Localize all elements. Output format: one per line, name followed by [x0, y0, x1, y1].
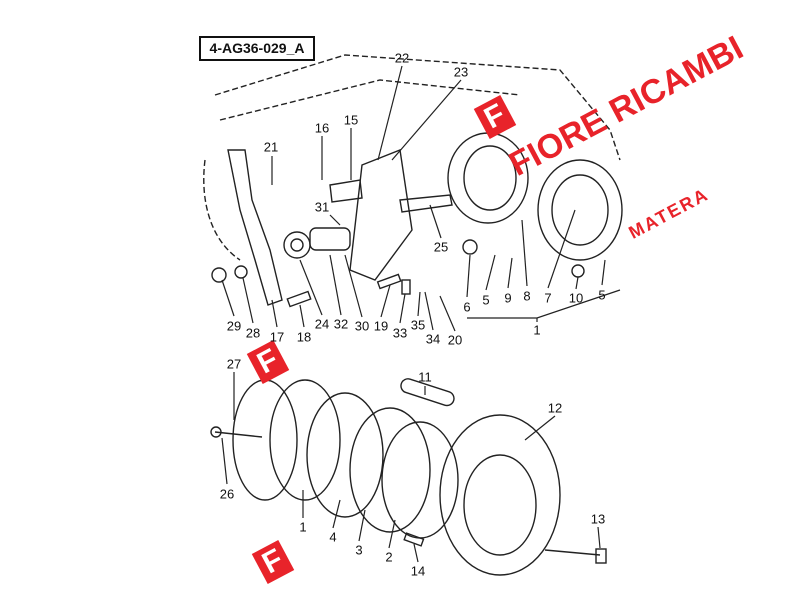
part-label: 12 — [547, 400, 563, 416]
part-label: 34 — [425, 331, 441, 347]
part-label: 2 — [385, 549, 393, 565]
part-label: 25 — [433, 239, 449, 255]
part-label: 16 — [314, 120, 330, 136]
leader-lines — [221, 65, 621, 563]
part-label: 31 — [314, 199, 330, 215]
part-label: 15 — [343, 112, 359, 128]
part-label: 24 — [314, 316, 330, 332]
part-label: 32 — [333, 316, 349, 332]
part-label: 17 — [269, 329, 285, 345]
part-label: 20 — [447, 332, 463, 348]
part-label: 26 — [219, 486, 235, 502]
part-label: 11 — [418, 369, 432, 385]
part-label: 8 — [523, 288, 531, 304]
part-label: 33 — [392, 325, 408, 341]
part-label: 29 — [226, 318, 242, 334]
part-label: 14 — [410, 563, 426, 579]
part-label: 10 — [568, 290, 584, 306]
part-label: 35 — [410, 317, 426, 333]
housing-outline — [203, 54, 621, 261]
diagram-code-box: 4-AG36-029_A — [199, 36, 315, 61]
lower-brake-assembly — [210, 378, 607, 576]
part-label: 4 — [329, 529, 337, 545]
part-label: 13 — [590, 511, 606, 527]
part-label: 18 — [296, 329, 312, 345]
part-label: 3 — [355, 542, 363, 558]
part-label: 27 — [226, 356, 242, 372]
part-label: 5 — [482, 292, 490, 308]
part-label: 1 — [299, 519, 307, 535]
part-label: 19 — [373, 318, 389, 334]
part-label: 21 — [263, 139, 279, 155]
part-label: 9 — [504, 290, 512, 306]
part-label: 6 — [463, 299, 471, 315]
part-label: 28 — [245, 325, 261, 341]
part-label: 7 — [544, 290, 552, 306]
part-label: 1 — [533, 322, 541, 338]
part-label: 23 — [453, 64, 469, 80]
part-label: 22 — [394, 50, 410, 66]
part-label: 30 — [354, 318, 370, 334]
part-label: 5 — [598, 287, 606, 303]
